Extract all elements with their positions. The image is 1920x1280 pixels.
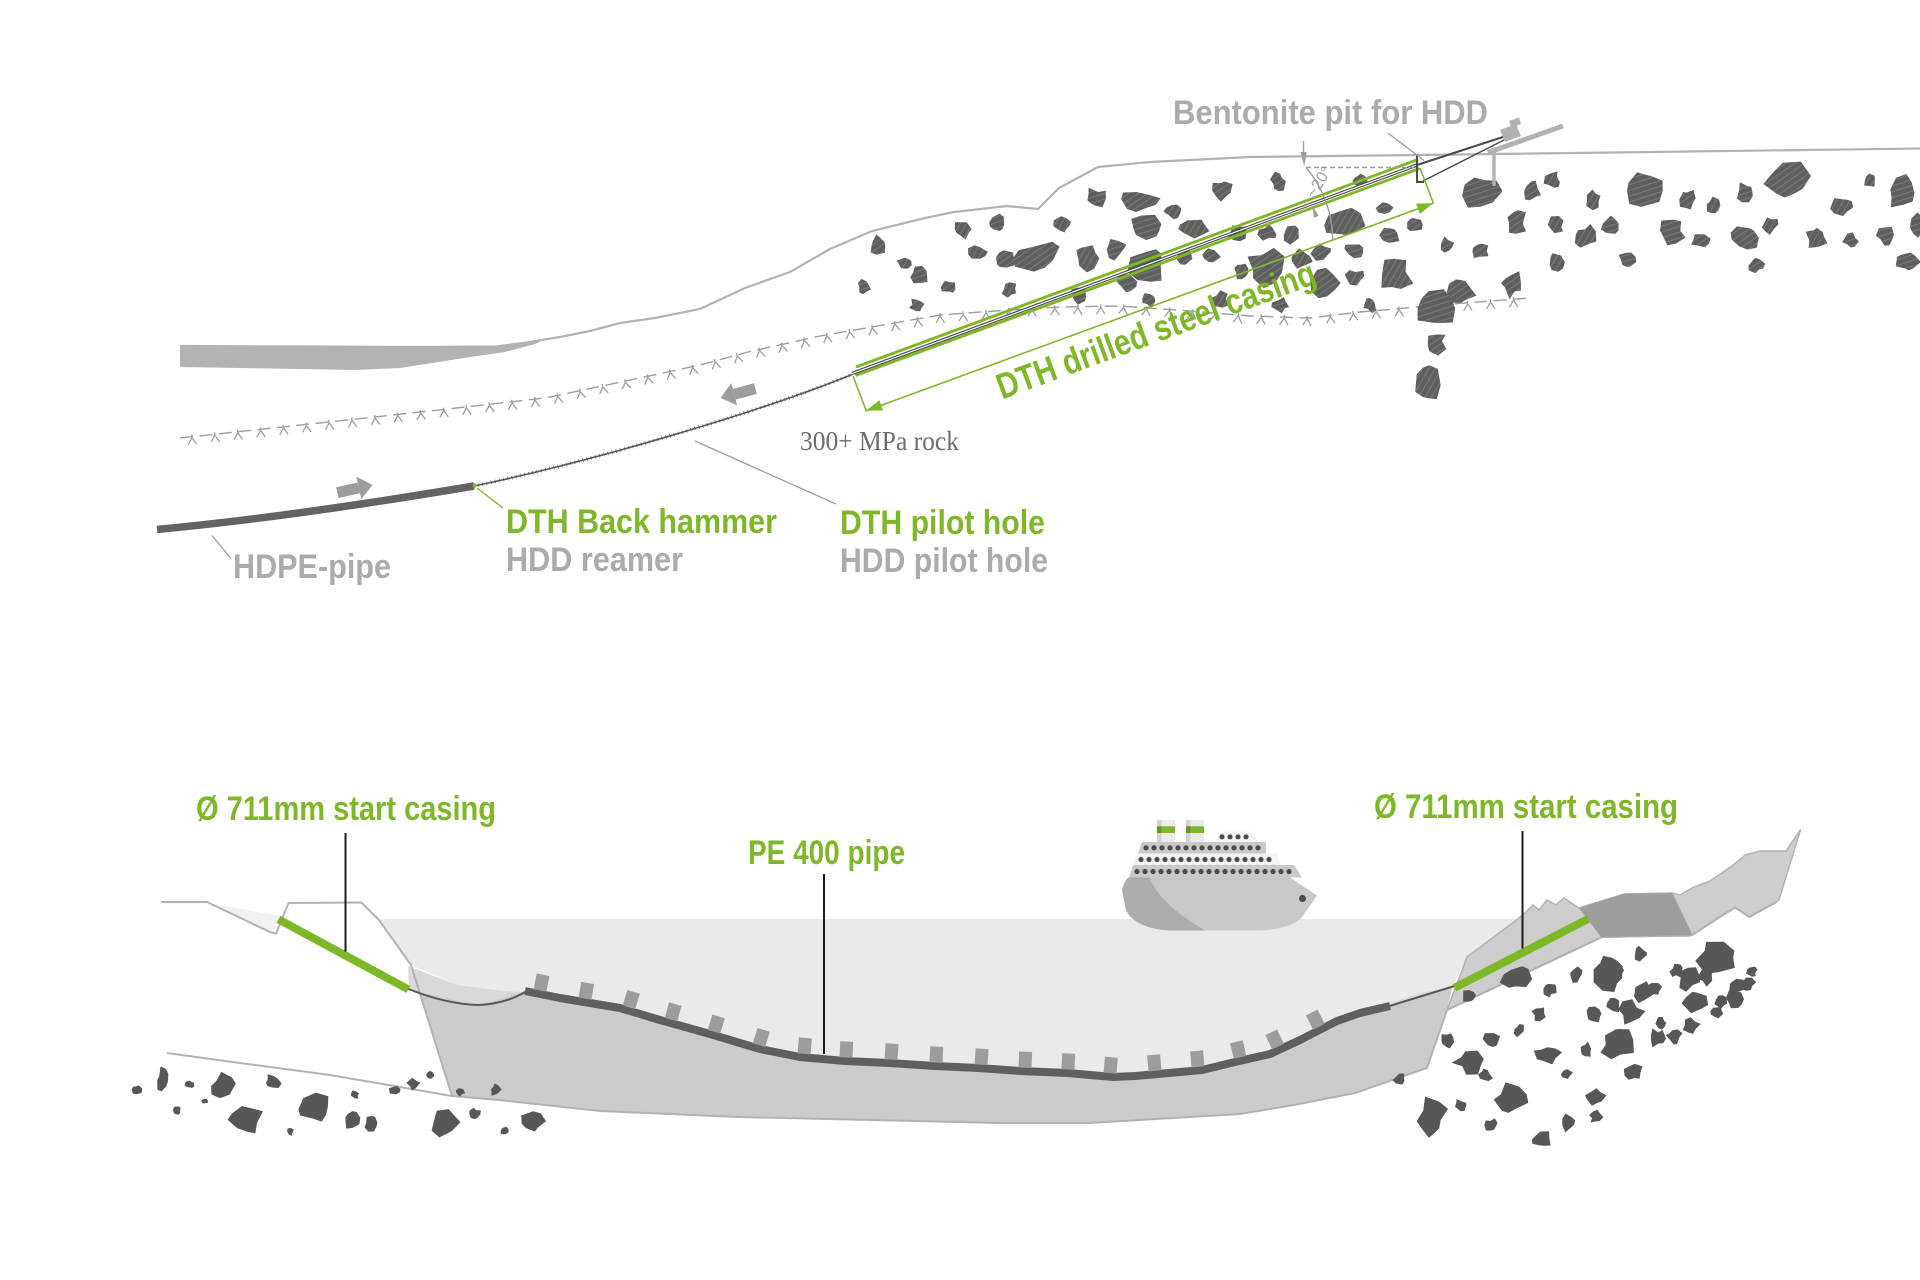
svg-text:HDPE-pipe: HDPE-pipe — [233, 548, 391, 586]
svg-text:DTH pilot hole: DTH pilot hole — [840, 504, 1045, 542]
svg-text:300+ MPa rock: 300+ MPa rock — [800, 426, 959, 456]
svg-text:PE 400 pipe: PE 400 pipe — [748, 834, 905, 872]
svg-text:DTH Back hammer: DTH Back hammer — [506, 503, 777, 541]
svg-text:Ø 711mm start casing: Ø 711mm start casing — [196, 790, 496, 828]
svg-text:Bentonite pit for HDD: Bentonite pit for HDD — [1173, 94, 1488, 132]
svg-text:Ø 711mm start casing: Ø 711mm start casing — [1374, 788, 1678, 826]
svg-text:HDD reamer: HDD reamer — [506, 541, 683, 579]
svg-text:HDD pilot hole: HDD pilot hole — [840, 542, 1048, 580]
